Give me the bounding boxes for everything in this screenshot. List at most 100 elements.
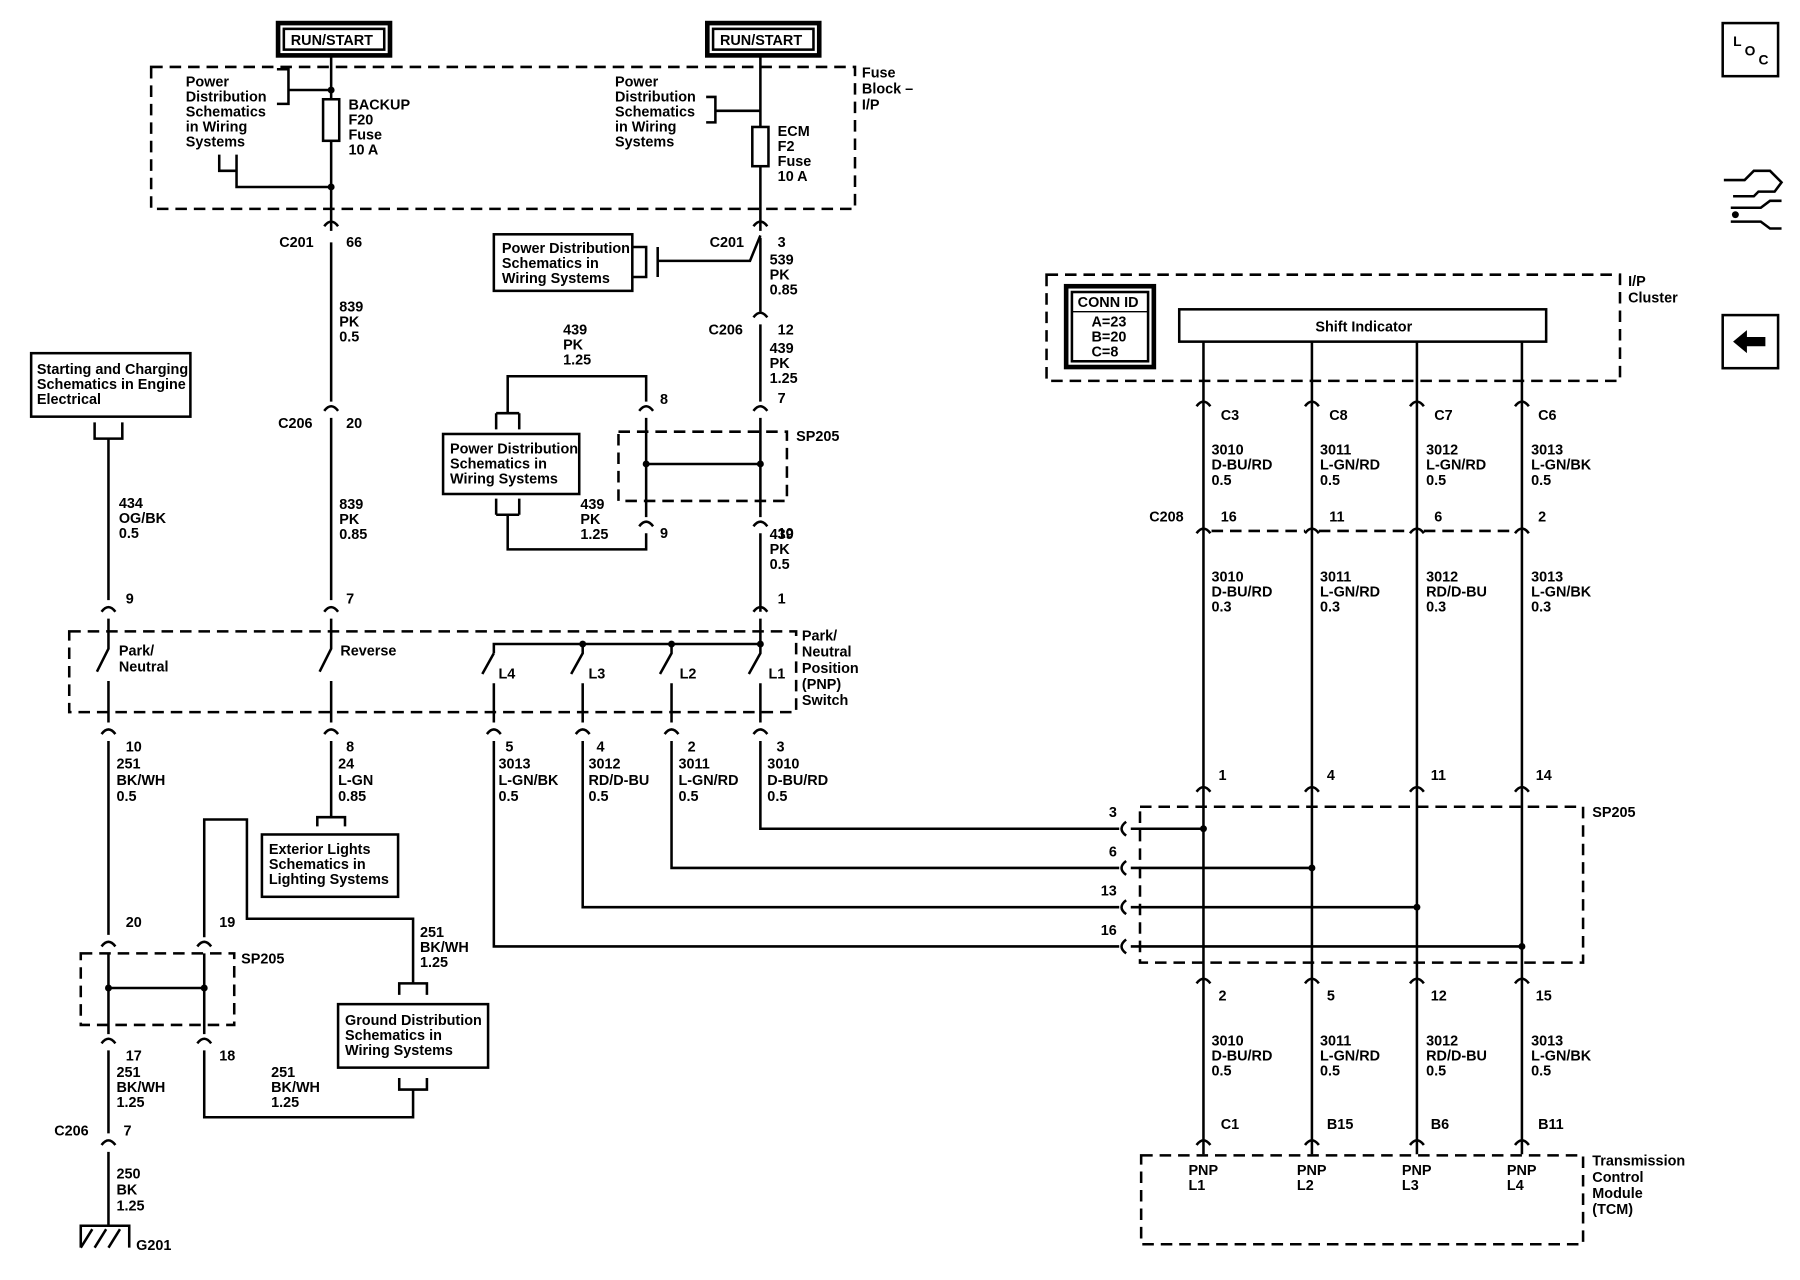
- switch-l4-label: L4: [498, 667, 515, 683]
- pd-left-1: Power: [186, 75, 230, 91]
- pnp-out-10: 10: [126, 739, 142, 755]
- w3011a-3: 0.5: [678, 789, 698, 805]
- tcm-top-c6: C6: [1538, 408, 1556, 424]
- connector-view-icon[interactable]: [1723, 169, 1784, 230]
- pd-c201-2: Schematics in: [502, 256, 599, 272]
- w439d-3: 0.5: [770, 557, 790, 573]
- top1-1: 3010: [1212, 443, 1244, 459]
- conn-id-title: CONN ID: [1078, 295, 1139, 311]
- c206-c: C206: [54, 1124, 88, 1140]
- top3-3: 0.5: [1426, 473, 1446, 489]
- w439c-3: 1.25: [580, 527, 608, 543]
- c208-pin-2: 2: [1538, 510, 1546, 526]
- pd-right-1: Power: [615, 75, 659, 91]
- pd-sp-box: [441, 432, 581, 496]
- switch-l3: L3: [570, 644, 605, 723]
- switch-reverse: Reverse: [318, 618, 396, 723]
- w3013a-2: L-GN/BK: [498, 773, 559, 789]
- w3013a-3: 0.5: [498, 789, 518, 805]
- sp-low-17: 17: [126, 1049, 142, 1065]
- switch-l4: L4: [481, 652, 515, 723]
- w439c-1: 439: [580, 497, 604, 513]
- w251d-2: BK/WH: [117, 1080, 166, 1096]
- switch-park-1: Park/: [119, 644, 154, 660]
- pd-sp-1: Power Distribution: [450, 442, 578, 458]
- pnp-in-9: 9: [126, 592, 134, 608]
- pnp-label-2: Neutral: [802, 645, 852, 661]
- ground-symbol: [79, 1224, 131, 1249]
- bot1-2: D-BU/RD: [1212, 1049, 1273, 1065]
- top4-1: 3013: [1531, 443, 1563, 459]
- w250-2: BK: [117, 1183, 138, 1199]
- c201-right-pin: 3: [778, 235, 786, 251]
- mid4-3: 0.3: [1531, 600, 1551, 616]
- w250-1: 250: [117, 1166, 141, 1182]
- ecm-fuse-3: Fuse: [778, 154, 812, 170]
- w439a-2: PK: [770, 356, 791, 372]
- w839b-1: 839: [339, 497, 363, 513]
- pd-c201-3: Wiring Systems: [502, 271, 610, 287]
- mid3-1: 3012: [1426, 570, 1458, 586]
- top1-2: D-BU/RD: [1212, 458, 1273, 474]
- bot4-3: 0.5: [1531, 1064, 1551, 1080]
- pd-left-4: in Wiring: [186, 120, 247, 136]
- w24-2: L-GN: [338, 773, 373, 789]
- sp205-right: [1138, 805, 1585, 964]
- top4-2: L-GN/BK: [1531, 458, 1592, 474]
- exterior-lights-box: [260, 833, 400, 899]
- pin-10: 10: [778, 526, 794, 542]
- ecm-fuse: [751, 125, 770, 168]
- w434-2: OG/BK: [119, 511, 167, 527]
- ground-label: G201: [136, 1238, 171, 1254]
- w24-3: 0.85: [338, 789, 366, 805]
- pnp-out-2: 2: [688, 739, 696, 755]
- w434-3: 0.5: [119, 526, 139, 542]
- w3011a-2: L-GN/RD: [678, 773, 738, 789]
- mid2-1: 3011: [1320, 570, 1351, 586]
- pin-9: 9: [660, 526, 668, 542]
- mid2-2: L-GN/RD: [1320, 585, 1380, 601]
- svg-text:C: C: [1758, 52, 1768, 68]
- tcm-input-1a: PNP: [1188, 1163, 1218, 1179]
- pd-sp-2: Schematics in: [450, 457, 547, 473]
- pd-right-4: in Wiring: [615, 120, 676, 136]
- tcm-input-1b: L1: [1188, 1178, 1205, 1194]
- svg-text:L: L: [1733, 33, 1742, 49]
- w434-1: 434: [119, 496, 143, 512]
- tcm-label-4: (TCM): [1592, 1202, 1633, 1218]
- pin-8: 8: [660, 392, 668, 408]
- back-arrow-icon[interactable]: [1721, 313, 1780, 370]
- w439b-1: 439: [563, 323, 587, 339]
- tcm-pin-b6: B6: [1431, 1117, 1449, 1133]
- bot4-1: 3013: [1531, 1034, 1563, 1050]
- pnp-in-7: 7: [346, 592, 354, 608]
- bot4-2: L-GN/BK: [1531, 1049, 1592, 1065]
- w539-2: PK: [770, 267, 791, 283]
- mid1-1: 3010: [1212, 570, 1244, 586]
- pnp-label-5: Switch: [802, 693, 848, 709]
- exterior-1: Exterior Lights: [269, 842, 371, 858]
- run-start-left-label: RUN/START: [291, 33, 373, 49]
- run-start-left: RUN/START: [275, 20, 393, 58]
- sp-low-19: 19: [219, 915, 235, 931]
- pnp-label-4: (PNP): [802, 677, 841, 693]
- backup-fuse-2: F20: [348, 113, 373, 129]
- tcm-input-4a: PNP: [1507, 1163, 1537, 1179]
- pnp-out-4: 4: [597, 739, 605, 755]
- spl-in-16: 16: [1101, 923, 1117, 939]
- c206-a-pin: 20: [346, 416, 362, 432]
- conn-id-c: C=8: [1092, 345, 1119, 361]
- tcm-label-3: Module: [1592, 1186, 1642, 1202]
- tcm-top-c8: C8: [1329, 408, 1347, 424]
- c206-b: C206: [708, 323, 742, 339]
- tcm-input-4b: L4: [1507, 1178, 1524, 1194]
- top2-1: 3011: [1320, 443, 1351, 459]
- c208-pin-16: 16: [1221, 510, 1237, 526]
- pnp-switch-outline: [67, 630, 798, 714]
- location-view-icon[interactable]: L O C: [1721, 21, 1780, 78]
- backup-fuse-3: Fuse: [348, 128, 382, 144]
- c206-b-pin: 12: [778, 323, 794, 339]
- w439c-2: PK: [580, 512, 601, 528]
- spl-in-6: 6: [1109, 844, 1117, 860]
